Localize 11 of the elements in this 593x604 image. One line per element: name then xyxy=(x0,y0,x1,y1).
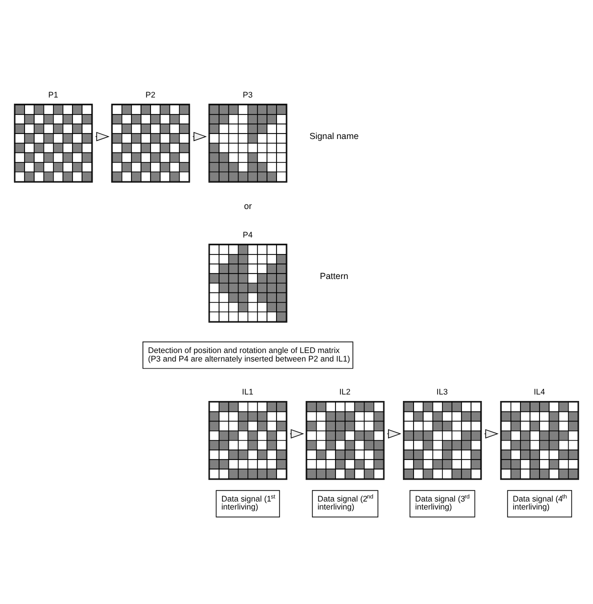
node-label: IL3 xyxy=(436,387,448,396)
node-label: P1 xyxy=(48,90,58,99)
node-label: IL4 xyxy=(534,387,545,396)
node-label: IL2 xyxy=(339,387,350,396)
node-label: IL1 xyxy=(242,387,254,396)
node-label: P4 xyxy=(242,230,253,239)
label: or xyxy=(244,200,252,210)
label: Signal name xyxy=(310,130,359,140)
node-label: P3 xyxy=(242,90,253,99)
label: Pattern xyxy=(320,270,348,280)
node-label: P2 xyxy=(145,90,156,99)
